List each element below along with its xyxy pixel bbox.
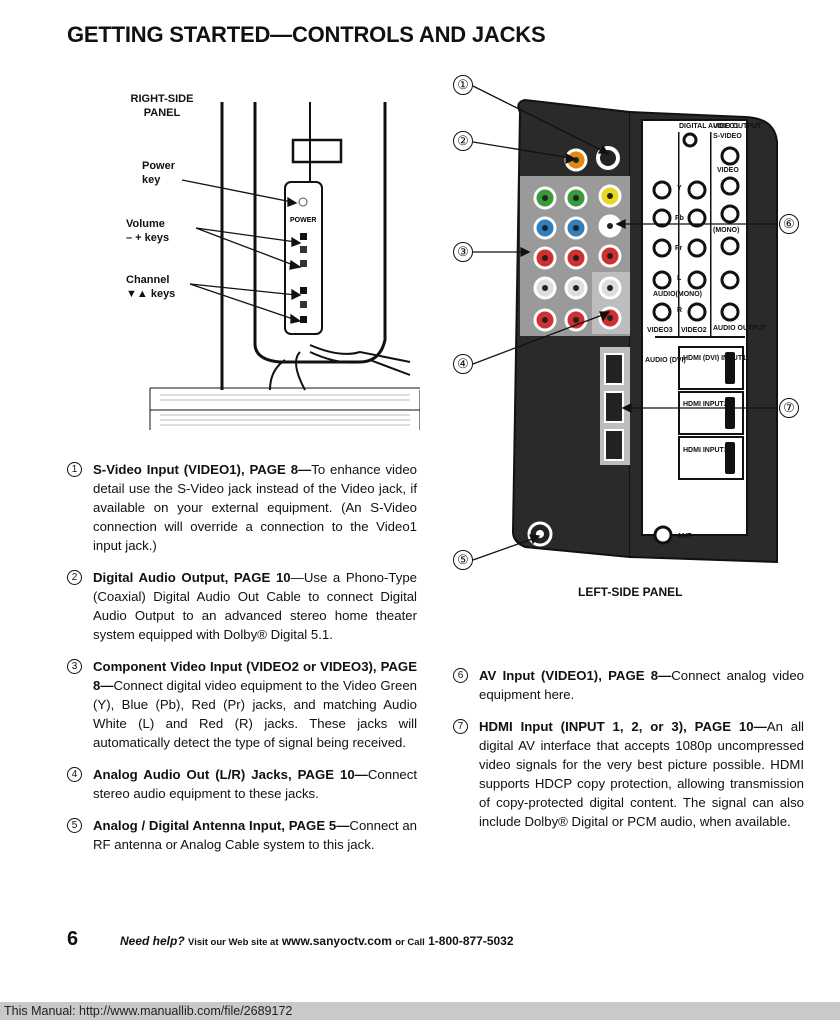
- item-number: 5: [67, 818, 82, 833]
- item-heading: S-Video Input (VIDEO1), PAGE 8—: [93, 462, 312, 477]
- video1-label: VIDEO1: [713, 123, 739, 130]
- right-side-panel-figure: RIGHT-SIDE PANEL Power key Volume – + ke…: [110, 90, 420, 435]
- item-heading: Analog / Digital Antenna Input, PAGE 5—: [93, 818, 350, 833]
- audio-output-label: AUDIO OUTPUT: [713, 325, 767, 332]
- page-number: 6: [67, 928, 79, 950]
- callout-2: ②: [453, 131, 473, 151]
- power-key-label: Power key: [142, 160, 176, 186]
- phone-number: 1-800-877-5032: [428, 934, 514, 948]
- left-panel-caption: LEFT-SIDE PANEL: [578, 585, 683, 599]
- callout-4: ④: [453, 354, 473, 374]
- item-number: 2: [67, 570, 82, 585]
- visit-text: Visit our Web site at: [188, 937, 279, 948]
- r-label: R: [677, 307, 682, 314]
- left-side-panel-figure: DIGITAL AUDIO OUTPUT VIDEO1 S-VIDEO VIDE…: [445, 72, 825, 572]
- channel-keys-label: Channel ▼▲ keys: [126, 274, 176, 300]
- callout-3: ③: [453, 242, 473, 262]
- need-help-text: Need help?: [120, 934, 185, 948]
- item-text: An all digital AV interface that accepts…: [479, 719, 804, 829]
- item-number: 7: [453, 719, 468, 734]
- item-text: —Use a Phono-Type (Coaxial) Digital Audi…: [93, 570, 417, 642]
- callout-6: ⑥: [779, 214, 799, 234]
- ant-label: ANT: [677, 533, 692, 540]
- right-panel-heading: RIGHT-SIDE PANEL: [130, 93, 194, 119]
- callout-1: ①: [453, 75, 473, 95]
- item-text: To enhance video detail use the S-Video …: [93, 462, 417, 553]
- source-bar: This Manual: http://www.manuallib.com/fi…: [0, 1002, 840, 1020]
- list-item: 6 AV Input (VIDEO1), PAGE 8—Connect anal…: [453, 666, 804, 704]
- pb-label: Pb: [675, 215, 684, 222]
- list-item: 5 Analog / Digital Antenna Input, PAGE 5…: [67, 816, 417, 854]
- source-url[interactable]: This Manual: http://www.manuallib.com/fi…: [4, 1004, 293, 1018]
- callout-7: ⑦: [779, 398, 799, 418]
- video2-label: VIDEO2: [681, 327, 707, 334]
- pr-label: Pr: [675, 245, 683, 252]
- item-text: Connect stereo audio equipment to these …: [93, 767, 417, 801]
- item-number: 3: [67, 659, 82, 674]
- descriptions-column-2: 6 AV Input (VIDEO1), PAGE 8—Connect anal…: [453, 666, 804, 844]
- l-label: L: [677, 275, 682, 282]
- video-label: VIDEO: [717, 167, 739, 174]
- volume-keys-label: Volume – + keys: [126, 218, 170, 244]
- audio-dvi-label: AUDIO (DVI): [645, 357, 686, 364]
- left-panel-drawing: DIGITAL AUDIO OUTPUT VIDEO1 S-VIDEO VIDE…: [472, 85, 778, 564]
- s-video-label: S-VIDEO: [713, 133, 742, 140]
- item-text: Connect digital video equipment to the V…: [93, 678, 417, 750]
- item-heading: Digital Audio Output, PAGE 10: [93, 570, 291, 585]
- item-number: 1: [67, 462, 82, 477]
- list-item: 3 Component Video Input (VIDEO2 or VIDEO…: [67, 657, 417, 752]
- hdmi1-label: HDMI (DVI) INPUT1: [683, 355, 746, 362]
- mono-label: (MONO): [713, 227, 739, 234]
- power-text: POWER: [290, 217, 316, 224]
- right-panel-drawing: POWER: [149, 102, 420, 430]
- item-number: 6: [453, 668, 468, 683]
- list-item: 2 Digital Audio Output, PAGE 10—Use a Ph…: [67, 568, 417, 644]
- hdmi3-label: HDMI INPUT3: [683, 447, 728, 454]
- page-footer: 6 Need help? Visit our Web site at www.s…: [67, 928, 767, 952]
- item-heading: AV Input (VIDEO1), PAGE 8—: [479, 668, 672, 683]
- item-heading: HDMI Input (INPUT 1, 2, or 3), PAGE 10—: [479, 719, 767, 734]
- help-line: Need help? Visit our Web site at www.san…: [120, 934, 514, 948]
- website-link[interactable]: www.sanyoctv.com: [281, 934, 392, 948]
- audio-mono-label: AUDIO(MONO): [653, 291, 702, 298]
- list-item: 1 S-Video Input (VIDEO1), PAGE 8—To enha…: [67, 460, 417, 555]
- item-text: Connect an RF antenna or Analog Cable sy…: [93, 818, 417, 852]
- page-title: GETTING STARTED—CONTROLS AND JACKS: [67, 22, 546, 47]
- item-number: 4: [67, 767, 82, 782]
- y-label: Y: [677, 185, 682, 192]
- item-text: Connect analog video equipment here.: [479, 668, 804, 702]
- hdmi2-label: HDMI INPUT2: [683, 401, 728, 408]
- video3-label: VIDEO3: [647, 327, 673, 334]
- or-call-text: or Call: [395, 937, 425, 948]
- digital-audio-label: DIGITAL AUDIO OUTPUT: [679, 123, 762, 130]
- item-heading: Component Video Input (VIDEO2 or VIDEO3)…: [93, 659, 417, 693]
- list-item: 4 Analog Audio Out (L/R) Jacks, PAGE 10—…: [67, 765, 417, 803]
- list-item: 7 HDMI Input (INPUT 1, 2, or 3), PAGE 10…: [453, 717, 804, 831]
- callout-5: ⑤: [453, 550, 473, 570]
- descriptions-column-1: 1 S-Video Input (VIDEO1), PAGE 8—To enha…: [67, 460, 417, 867]
- item-heading: Analog Audio Out (L/R) Jacks, PAGE 10—: [93, 767, 368, 782]
